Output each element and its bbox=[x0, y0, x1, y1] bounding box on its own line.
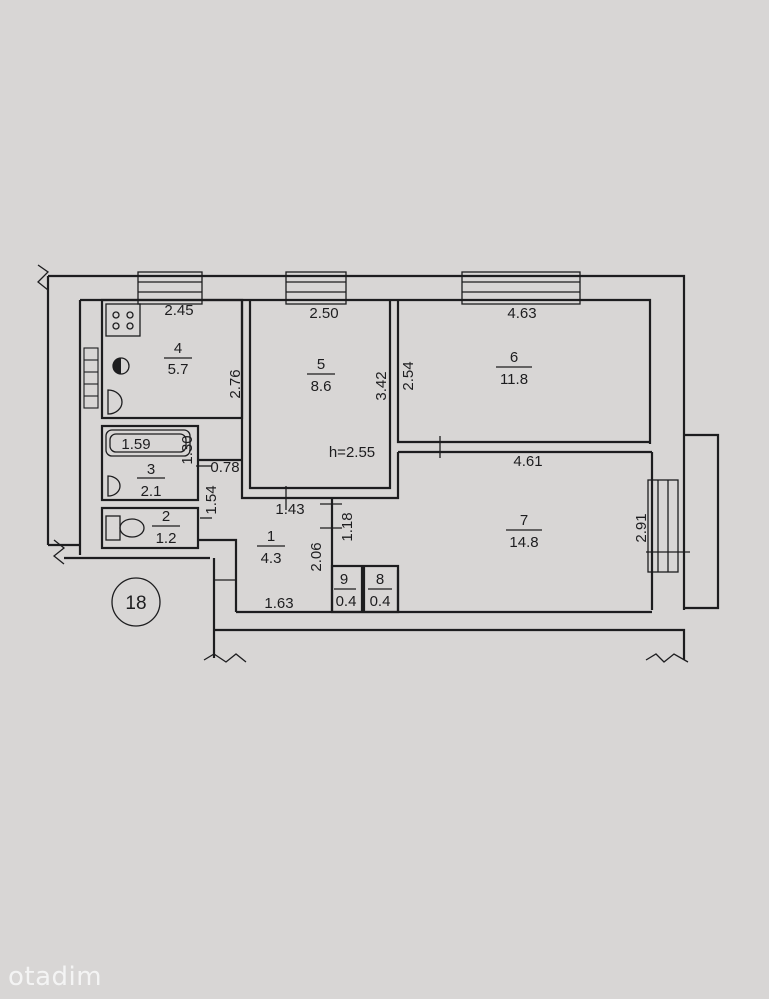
room-3-area: 2.1 bbox=[141, 483, 162, 500]
watermark-logo: otadim bbox=[8, 962, 103, 992]
room-2-area: 1.2 bbox=[156, 530, 177, 547]
dim-room5-depth: 3.42 bbox=[373, 371, 390, 400]
dim-kitchen-width: 2.45 bbox=[164, 302, 193, 319]
dim-hall-side: 1.18 bbox=[339, 512, 356, 541]
room-5-area: 8.6 bbox=[311, 378, 332, 395]
dim-bath-length: 1.59 bbox=[121, 436, 150, 453]
dim-room5-bottom: 1.43 bbox=[275, 501, 304, 518]
room-1-area: 4.3 bbox=[261, 550, 282, 567]
dim-room7-width: 4.61 bbox=[513, 453, 542, 470]
room-7-area: 14.8 bbox=[509, 534, 538, 551]
dim-room6-width: 4.63 bbox=[507, 305, 536, 322]
room-3-number: 3 bbox=[147, 461, 155, 478]
dim-wc-depth: 1.54 bbox=[203, 485, 220, 514]
room-9-area: 0.4 bbox=[336, 593, 357, 610]
apartment-number-circle bbox=[111, 577, 161, 627]
dim-room6-depth: 2.54 bbox=[400, 361, 417, 390]
room-1-number: 1 bbox=[267, 528, 275, 545]
room-6-number: 6 bbox=[510, 349, 518, 366]
room-9-number: 9 bbox=[340, 571, 348, 588]
dim-corridor-small: 0.78 bbox=[210, 459, 239, 476]
exterior-walls bbox=[37, 264, 720, 663]
fixtures bbox=[105, 303, 191, 541]
dim-room5-width: 2.50 bbox=[309, 305, 338, 322]
dim-hall-width: 1.63 bbox=[264, 595, 293, 612]
dim-bath-depth: 1.30 bbox=[179, 435, 196, 464]
door-ticks bbox=[196, 436, 690, 581]
windows bbox=[83, 271, 679, 573]
dimensions: 2.45 2.76 2.50 3.42 h=2.55 1.43 2.54 4.6… bbox=[121, 302, 650, 612]
dim-room7-depth: 2.91 bbox=[633, 513, 650, 542]
room-4-number: 4 bbox=[174, 340, 182, 357]
room-4-area: 5.7 bbox=[168, 361, 189, 378]
room-8-number: 8 bbox=[376, 571, 384, 588]
dim-hall-depth: 2.06 bbox=[308, 542, 325, 571]
room-2-number: 2 bbox=[162, 508, 170, 525]
room-6-area: 11.8 bbox=[500, 371, 528, 388]
room-7-number: 7 bbox=[520, 512, 528, 529]
ceiling-height: h=2.55 bbox=[329, 444, 375, 461]
dim-kitchen-depth: 2.76 bbox=[227, 369, 244, 398]
room-5-number: 5 bbox=[317, 356, 325, 373]
room-labels: 4 5.7 5 8.6 6 11.8 7 14.8 3 2.1 2 1.2 1 … bbox=[137, 340, 542, 610]
apartment-number: 18 bbox=[125, 593, 146, 614]
stove-icon bbox=[105, 303, 141, 337]
room-8-area: 0.4 bbox=[370, 593, 391, 610]
